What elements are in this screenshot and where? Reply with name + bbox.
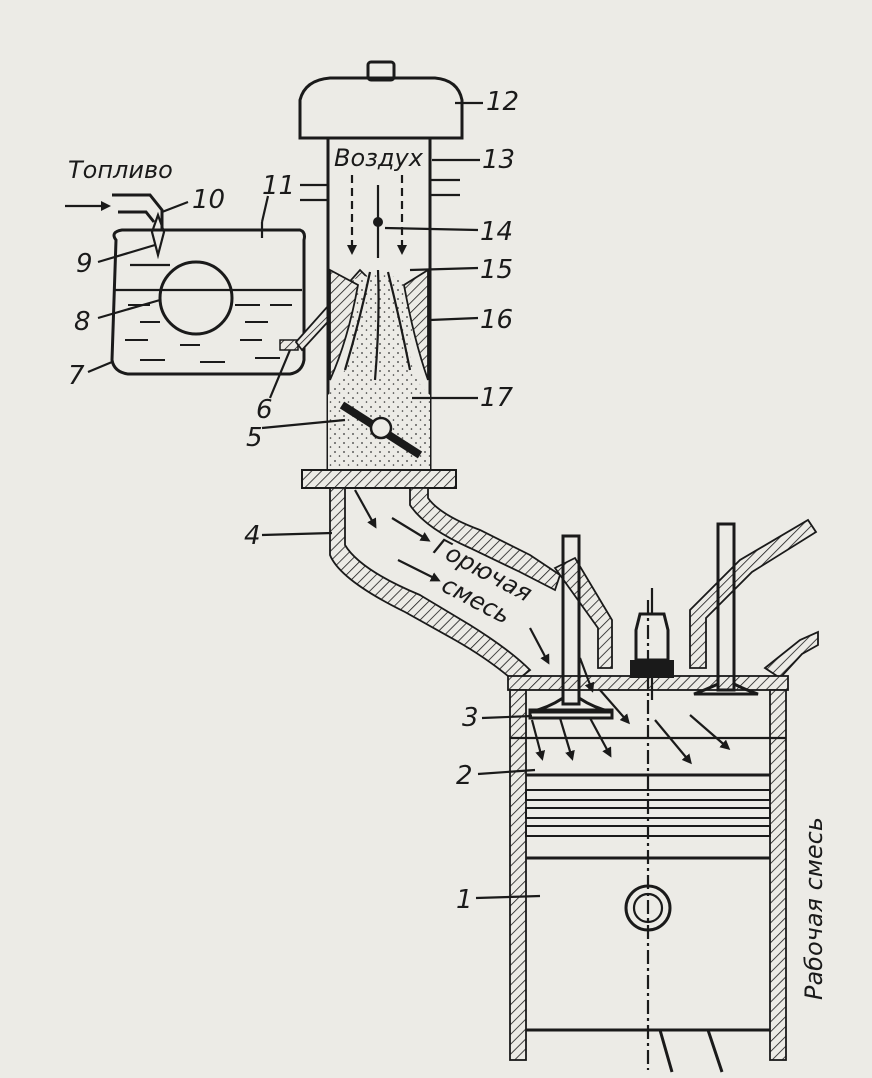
float (158, 260, 234, 336)
carburetor-flange (301, 469, 457, 489)
part-number-7: 7 (68, 361, 85, 391)
part-number-10: 10 (192, 185, 225, 215)
fuel-label: Топливо (68, 156, 173, 184)
throttle-shaft (369, 416, 393, 440)
part-number-2: 2 (456, 761, 473, 791)
mixture-arrow-3 (397, 559, 441, 582)
part-number-11: 11 (262, 171, 295, 201)
air-label: Воздух (334, 144, 424, 172)
exhaust-valve (693, 522, 759, 696)
mixture-arrow-1 (354, 489, 377, 529)
part-number-16: 16 (480, 305, 513, 335)
part-number-15: 15 (480, 255, 513, 285)
fuel-inlet-pipe (112, 193, 164, 230)
part-number-12: 12 (486, 87, 519, 117)
mixture-arrow-2 (391, 517, 431, 542)
part-number-8: 8 (74, 307, 91, 337)
leader-lines (87, 101, 541, 900)
part-number-1: 1 (456, 885, 473, 915)
mixture-area (328, 275, 430, 470)
part-number-17: 17 (480, 383, 514, 413)
air-filter (298, 60, 464, 140)
spark-plug (630, 588, 674, 700)
piston (525, 600, 771, 1073)
diffuser-right (403, 268, 429, 381)
part-number-4: 4 (244, 521, 261, 551)
mixture-arrow-4 (529, 627, 550, 665)
float-chamber (65, 193, 306, 376)
intake-manifold (329, 487, 562, 684)
part-number-9: 9 (76, 249, 93, 279)
part-number-13: 13 (482, 145, 515, 175)
cylinder (509, 600, 787, 1073)
part-number-3: 3 (462, 703, 479, 733)
cylinder-head (507, 518, 819, 720)
part-number-5: 5 (246, 423, 263, 453)
part-number-14: 14 (480, 217, 513, 247)
fuel-level-dashes (125, 304, 292, 363)
intake-valve (528, 534, 614, 720)
part-number-6: 6 (256, 395, 273, 425)
diffuser (329, 268, 360, 381)
working-mixture-label: Рабочая смесь (800, 817, 828, 1000)
carburetor-body (300, 138, 460, 489)
choke-valve (373, 217, 383, 227)
